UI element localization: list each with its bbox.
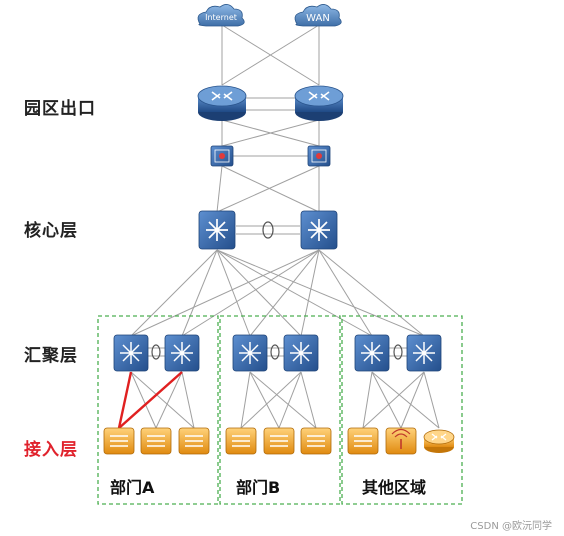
aggregation-switch-a1-icon <box>113 334 149 372</box>
wan-label: WAN <box>306 13 330 24</box>
dept-label-a: 部门A <box>110 478 155 497</box>
wireless-ap-icon <box>385 427 417 455</box>
egress-router-2-icon <box>294 85 344 121</box>
lag-markers <box>151 221 403 360</box>
highlight-links <box>117 371 183 429</box>
core-switch-2-icon <box>300 210 338 250</box>
access-router-icon <box>423 429 455 453</box>
aggregation-switch-a2-icon <box>164 334 200 372</box>
egress-router-1-icon <box>197 85 247 121</box>
layer-label-egress: 园区出口 <box>24 99 96 119</box>
access-switch-a3-icon <box>178 427 210 455</box>
aggregation-switch-b1-icon <box>232 334 268 372</box>
access-switch-b2-icon <box>263 427 295 455</box>
aggregation-switch-c2-icon <box>406 334 442 372</box>
firewall-1-icon <box>210 145 234 167</box>
internet-cloud-icon: Internet <box>197 4 245 27</box>
watermark: CSDN @欧沅同学 <box>470 521 552 532</box>
aggregation-switch-b2-icon <box>283 334 319 372</box>
wan-cloud-icon: WAN <box>294 4 342 27</box>
group-boxes <box>97 315 463 505</box>
access-switch-c1-icon <box>347 427 379 455</box>
layer-label-aggregation: 汇聚层 <box>24 346 78 366</box>
internet-label: Internet <box>205 13 237 22</box>
layer-label-access: 接入层 <box>24 440 78 460</box>
aggregation-switch-c1-icon <box>354 334 390 372</box>
access-switch-a1-icon <box>103 427 135 455</box>
core-switch-1-icon <box>198 210 236 250</box>
dept-label-other: 其他区域 <box>362 478 427 497</box>
access-switches-group <box>103 427 455 455</box>
dept-label-b: 部门B <box>236 478 281 497</box>
access-switch-b1-icon <box>225 427 257 455</box>
group-box-other <box>341 315 463 505</box>
layer-label-core: 核心层 <box>24 221 78 241</box>
firewall-2-icon <box>307 145 331 167</box>
group-box-dept-b <box>219 315 341 505</box>
access-switch-b3-icon <box>300 427 332 455</box>
access-switch-a2-icon <box>140 427 172 455</box>
group-box-dept-a <box>97 315 219 505</box>
